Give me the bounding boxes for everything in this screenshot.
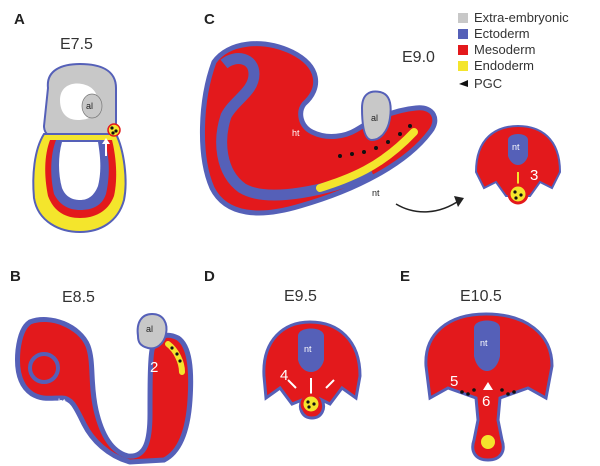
panel-e: E E10.5 nt 5 6 — [400, 268, 552, 460]
legend-swatch-endoderm — [458, 61, 468, 71]
legend-label: PGC — [474, 76, 502, 91]
legend-label: Mesoderm — [474, 42, 535, 57]
panel-b-ht-lobe — [30, 354, 58, 382]
panel-d-gut — [302, 395, 320, 413]
legend: Extra-embryonic Ectoderm Mesoderm Endode… — [458, 10, 569, 91]
panel-b-pgc-dot — [170, 346, 173, 349]
panel-c-letter: C — [204, 11, 215, 28]
panel-c-pgc-dot — [350, 152, 354, 156]
panel-a-letter: A — [14, 11, 25, 28]
legend-swatch-ectoderm — [458, 29, 468, 39]
panel-c-pgc-dot — [374, 146, 378, 150]
panel-d: D E9.5 nt 4 — [204, 268, 360, 418]
panel-a-pgc-dot — [111, 131, 114, 134]
panel-c-ht-label: ht — [292, 128, 300, 138]
panel-c-section-pgc-dot — [514, 196, 517, 199]
panel-b: B E8.5 ht al 2 — [10, 268, 191, 462]
panel-e-pgc-dot — [466, 392, 470, 396]
panel-e-pgc-dot — [460, 390, 464, 394]
panel-d-pgc-dot — [312, 402, 315, 405]
panel-e-step-number-5: 5 — [450, 373, 458, 390]
panel-e-pgc-dot — [512, 390, 516, 394]
panel-b-ht-label: ht — [58, 397, 66, 407]
panel-c-pgc-dot — [386, 140, 390, 144]
panel-c-pgc-dot — [408, 124, 412, 128]
panel-b-stage: E8.5 — [62, 289, 95, 306]
panel-b-step-number: 2 — [150, 359, 158, 376]
panel-c-section-gut — [509, 185, 527, 203]
panel-d-step-number: 4 — [280, 367, 288, 384]
panel-c-section-pgc-dot — [513, 190, 516, 193]
legend-label: Extra-embryonic — [474, 10, 569, 25]
panel-b-pgc-dot — [178, 359, 181, 362]
panel-d-pgc-dot — [307, 405, 310, 408]
panel-b-embryo-body — [18, 319, 191, 462]
legend-swatch-extra-embryonic — [458, 13, 468, 23]
legend-swatch-mesoderm — [458, 45, 468, 55]
legend-pgc-arrow-icon — [459, 80, 468, 87]
panel-c-curved-arrow — [396, 200, 460, 212]
panel-c-al-label: al — [371, 113, 378, 123]
panel-b-letter: B — [10, 268, 21, 285]
panel-e-pgc-dot — [500, 388, 504, 392]
panel-b-al-label: al — [146, 324, 153, 334]
panel-c-pgc-dot — [362, 150, 366, 154]
panel-e-nt-label: nt — [480, 338, 488, 348]
legend-label: Ectoderm — [474, 26, 530, 41]
panel-c-step-number: 3 — [530, 167, 538, 184]
panel-a: A E7.5 al — [14, 11, 126, 232]
panel-e-pgc-dot — [472, 388, 476, 392]
panel-e-gut — [480, 434, 496, 450]
panel-c-curved-arrowhead — [454, 196, 464, 207]
panel-a-pgc-dot — [110, 126, 113, 129]
panel-c-pgc-dot — [338, 154, 342, 158]
panel-e-pgc-dot — [506, 392, 510, 396]
panel-d-nt-label: nt — [304, 344, 312, 354]
panel-d-pgc-dot — [306, 400, 309, 403]
panel-d-stage: E9.5 — [284, 288, 317, 305]
panel-c-section-nt-label: nt — [512, 142, 520, 152]
panel-d-letter: D — [204, 268, 215, 285]
panel-a-al-label: al — [86, 101, 93, 111]
panel-e-step-number-6: 6 — [482, 393, 490, 410]
panel-a-pgc-dot — [114, 129, 117, 132]
panel-a-amniotic-cavity — [59, 142, 100, 200]
legend-label: Endoderm — [474, 58, 534, 73]
panel-a-stage: E7.5 — [60, 36, 93, 53]
panel-e-stage: E10.5 — [460, 288, 502, 305]
panel-c-nt-label: nt — [372, 188, 380, 198]
panel-c-section-pgc-dot — [519, 193, 522, 196]
panel-e-letter: E — [400, 268, 410, 285]
panel-b-pgc-dot — [175, 352, 178, 355]
panel-c-stage: E9.0 — [402, 49, 435, 66]
panel-c-pgc-dot — [398, 132, 402, 136]
